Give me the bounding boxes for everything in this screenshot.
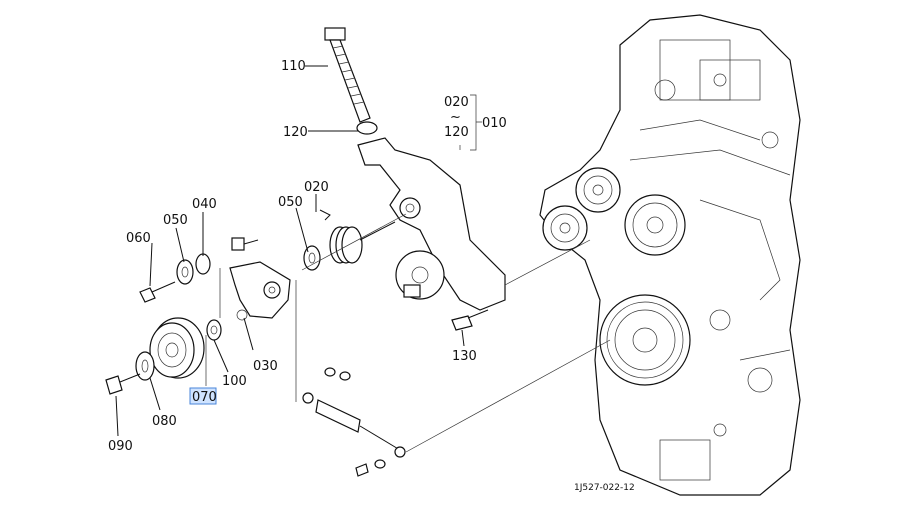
collar-040 — [195, 253, 211, 275]
tensioner-arm — [357, 137, 506, 311]
assembly-lines — [205, 94, 611, 453]
label-070-highlight — [189, 387, 217, 405]
label-020[interactable]: 020 — [304, 180, 329, 195]
label-120[interactable]: 120 — [283, 125, 308, 140]
bolt-130 — [451, 309, 489, 331]
label-030[interactable]: 030 — [253, 359, 278, 374]
bolt-110 — [324, 27, 371, 123]
label-range-tilde: ~ — [450, 110, 461, 125]
label-070[interactable]: 070 — [192, 390, 217, 405]
bolt-060 — [139, 281, 176, 303]
nut-120 — [356, 121, 378, 135]
bracket-030 — [229, 261, 291, 321]
label-130[interactable]: 130 — [452, 349, 477, 364]
washer-050-right — [303, 245, 321, 271]
damper-rod — [302, 367, 406, 477]
label-leaders — [115, 65, 465, 437]
label-010[interactable]: 010 — [482, 116, 507, 131]
washer-100 — [206, 319, 222, 341]
label-100[interactable]: 100 — [222, 374, 247, 389]
spring-020 — [319, 209, 396, 264]
bolt-090 — [105, 373, 141, 395]
drawing-code: 1J527-022-12 — [574, 483, 635, 493]
label-120-range-end[interactable]: 120 — [444, 125, 469, 140]
idler-pulley-070 — [149, 317, 205, 379]
label-090[interactable]: 090 — [108, 439, 133, 454]
engine-block — [539, 14, 801, 496]
label-080[interactable]: 080 — [152, 414, 177, 429]
label-050-left[interactable]: 050 — [163, 213, 188, 228]
bolt-top-030 — [231, 237, 259, 251]
label-110[interactable]: 110 — [281, 59, 306, 74]
label-050-right[interactable]: 050 — [278, 195, 303, 210]
washer-050-left — [176, 259, 194, 285]
label-040[interactable]: 040 — [192, 197, 217, 212]
washer-080 — [135, 351, 155, 381]
label-060[interactable]: 060 — [126, 231, 151, 246]
label-020-range-start[interactable]: 020 — [444, 95, 469, 110]
